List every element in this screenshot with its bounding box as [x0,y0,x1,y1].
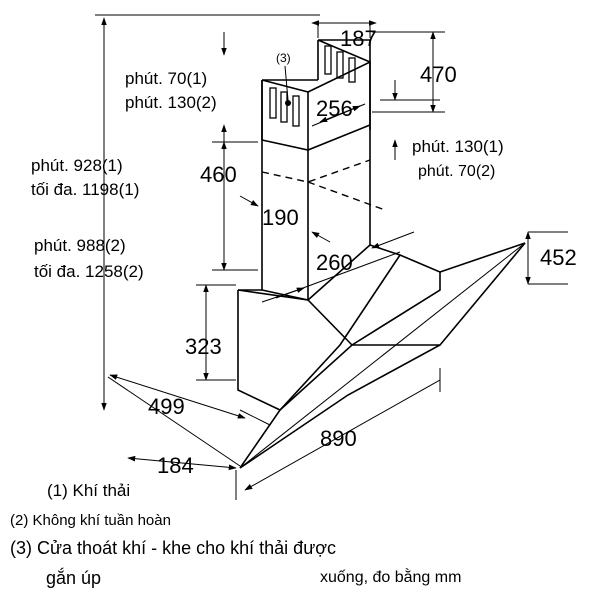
dim-470: 470 [420,62,457,87]
label-upper-min-1: phút. 70(1) [125,69,207,88]
chimney-front [261,79,309,301]
callout-3: (3) [276,51,291,65]
glass-panel-top [439,242,526,273]
dim-190: 190 [262,205,299,230]
glass-panel-edge [239,242,526,469]
vent-outlet-dot [285,100,291,106]
legend-item-recirculation: (2) Không khí tuần hoàn [10,512,171,529]
legend-item-exhaust: (1) Khí thải [47,481,131,500]
dim-323: 323 [185,334,222,359]
label-right-min-1: phút. 130(1) [412,137,504,156]
chimney-side [307,60,371,301]
chimney-joint [261,124,371,151]
label-upper-min-2: phút. 130(2) [125,93,217,112]
dim-890: 890 [320,426,357,451]
legend-item-outlet-line2: gắn úp [46,568,102,588]
dim-460: 460 [200,162,237,187]
dimension-lines [95,14,568,500]
dim-452: 452 [540,245,577,270]
dim-260: 260 [316,250,353,275]
label-right-min-2: phút. 70(2) [418,163,495,180]
telescope-dashed-line [261,159,386,211]
label-height1-min: phút. 928(1) [31,156,123,175]
label-height1-max: tối đa. 1198(1) [31,180,139,199]
callout-3-leader [284,65,289,101]
dim-499: 499 [148,394,185,419]
dim-187: 187 [340,26,377,51]
dim-256: 256 [316,96,353,121]
hood-outline [237,39,526,469]
label-height2-max: tối đa. 1258(2) [34,262,144,281]
vent-slots [269,45,356,127]
legend-item-outlet-line1: (3) Cửa thoát khí - khe cho khí thải đượ… [10,538,337,558]
glass-panel [239,242,526,469]
units-note: xuống, đo bằng mm [320,569,462,586]
dim-184: 184 [157,453,194,478]
label-height2-min: phút. 988(2) [34,236,126,255]
